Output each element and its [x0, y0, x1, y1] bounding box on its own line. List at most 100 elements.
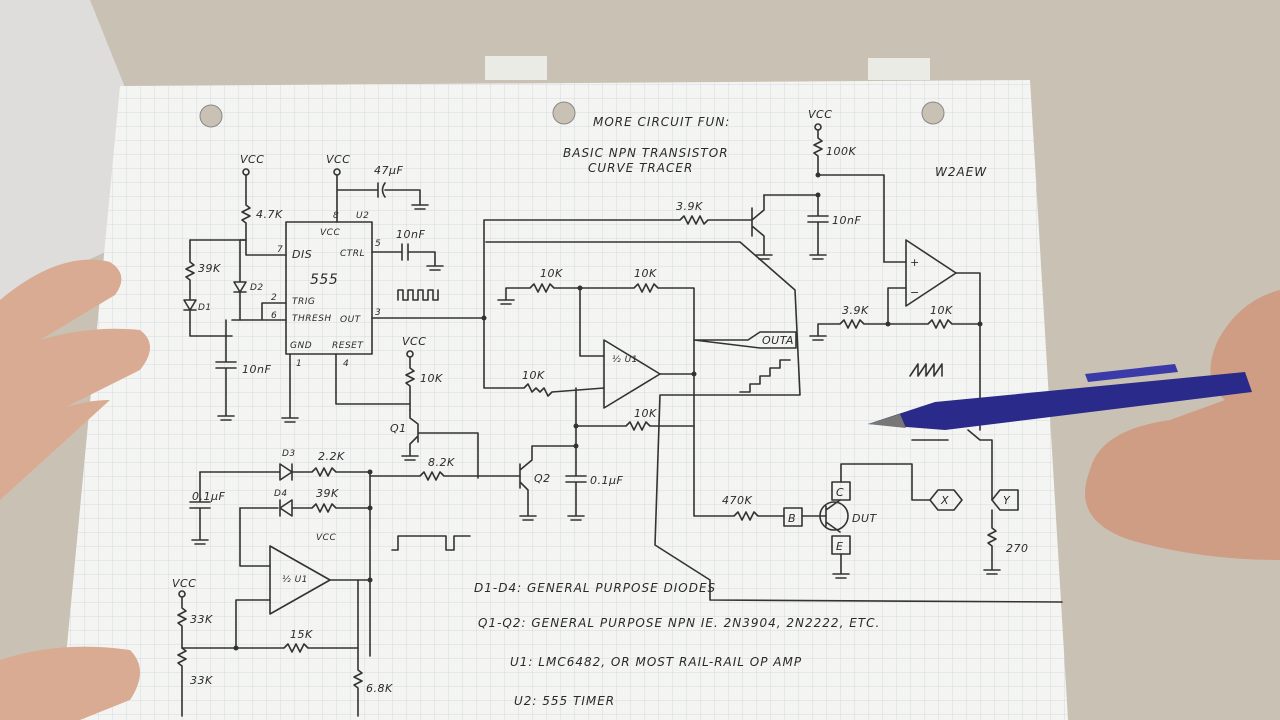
- ic-ref-label: U2: [356, 211, 369, 221]
- opamp-plus: +: [910, 256, 920, 269]
- right-hand: [1085, 290, 1280, 560]
- diode-label: D3: [282, 449, 296, 459]
- dut-transistor: [819, 501, 849, 531]
- square-wave-sketch: [397, 289, 439, 301]
- resistor-label: 470K: [722, 494, 752, 507]
- resistor-label: 2.2K: [318, 450, 345, 463]
- sawtooth-sketch: [909, 363, 943, 377]
- vcc-label: VCC: [808, 108, 832, 121]
- resistor-label: 100K: [826, 145, 856, 158]
- vcc-label: VCC: [240, 153, 264, 166]
- opamp-right: [905, 239, 957, 307]
- pin-number: 3: [375, 308, 381, 318]
- base-terminal: [783, 507, 803, 527]
- pin-label: THRESH: [292, 314, 332, 324]
- collector-drive-section: VCC 100K 10nF + − 3.9K 10K: [763, 108, 983, 401]
- resistor-label: 39K: [198, 262, 221, 275]
- pin-label: TRIG: [292, 297, 315, 307]
- ramp-generator-section: 3.9K 10K 10K 10K ½ U1 10K OUTA: [483, 194, 797, 431]
- resistor-label: 10K: [522, 369, 545, 382]
- output-a-label: OUTA: [762, 334, 794, 347]
- ic-555: [285, 221, 373, 355]
- pin-number: 5: [375, 239, 381, 249]
- pin-number: 7: [277, 245, 283, 255]
- capacitor-label: 0.1μF: [192, 490, 225, 503]
- resistor-label: 15K: [290, 628, 313, 641]
- resistor-label: 6.8K: [366, 682, 393, 695]
- note-line: Q1-Q2: GENERAL PURPOSE NPN IE. 2N3904, 2…: [478, 616, 880, 630]
- dut-label: DUT: [852, 512, 878, 525]
- resistor-label: 33K: [190, 674, 213, 687]
- pin-number: 8: [333, 211, 339, 221]
- diagram-title: MORE CIRCUIT FUN:: [593, 115, 730, 129]
- opamp-minus: −: [910, 286, 920, 299]
- opamp-u1a: [603, 339, 661, 409]
- resistor-label: 39K: [316, 487, 339, 500]
- terminal-label: C: [836, 486, 844, 499]
- pulse-section: D3 2.2K D4 39K 0.1μF 8.2K Q2 0.1μF ½ U1 …: [172, 425, 623, 717]
- resistor-label: 8.2K: [428, 456, 455, 469]
- vcc-label: VCC: [326, 153, 350, 166]
- output-a-tag: [693, 331, 797, 349]
- pin-number: 4: [343, 359, 349, 369]
- dut-section: 470K B DUT C E X Y 270: [693, 399, 1029, 579]
- resistor-label: 3.9K: [842, 304, 869, 317]
- transistor-label: Q1: [390, 422, 407, 435]
- header: MORE CIRCUIT FUN: BASIC NPN TRANSISTOR C…: [563, 115, 987, 179]
- note-line: D1-D4: GENERAL PURPOSE DIODES: [474, 581, 716, 595]
- resistor-label: 10K: [634, 407, 657, 420]
- ic-type-label: 555: [310, 272, 338, 288]
- opamp-label: ½ U1: [282, 575, 308, 585]
- resistor-label: 270: [1006, 542, 1029, 555]
- y-label: Y: [1003, 494, 1011, 507]
- resistor-label: 3.9K: [676, 200, 703, 213]
- capacitor-label: 47μF: [374, 164, 403, 177]
- pin-label: DIS: [292, 248, 312, 261]
- diode-label: D2: [250, 283, 264, 293]
- punch-hole: [199, 104, 223, 128]
- resistor-label: 10K: [634, 267, 657, 280]
- diagram-subtitle: BASIC NPN TRANSISTOR: [563, 146, 729, 160]
- timer-555-section: VCC 4.7K 39K D1 D2 10nF DIS TRIG THRESH …: [183, 153, 487, 423]
- capacitor-label: 0.1μF: [590, 474, 623, 487]
- author-callsign: W2AEW: [935, 165, 987, 179]
- transistor-label: Q2: [534, 472, 551, 485]
- vcc-label: VCC: [172, 577, 196, 590]
- resistor-label: 4.7K: [256, 208, 283, 221]
- diode-label: D1: [198, 303, 212, 313]
- pin-number: 1: [296, 359, 302, 369]
- staircase-sketch: [739, 359, 791, 393]
- resistor-label: 10K: [540, 267, 563, 280]
- vcc-label: VCC: [402, 335, 426, 348]
- pin-label: CTRL: [340, 249, 365, 259]
- opamp-label: ½ U1: [612, 355, 638, 365]
- pen: [868, 364, 1252, 430]
- punch-hole: [921, 101, 945, 125]
- pin-label: RESET: [332, 341, 364, 351]
- x-probe-tag: [929, 489, 963, 511]
- vcc-label: VCC: [316, 533, 336, 543]
- resistor-label: 33K: [190, 613, 213, 626]
- pin-number: 2: [271, 293, 277, 303]
- resistor-label: 10K: [420, 372, 443, 385]
- parts-notes: D1-D4: GENERAL PURPOSE DIODES Q1-Q2: GEN…: [474, 581, 880, 708]
- capacitor-label: 10nF: [396, 228, 425, 241]
- punch-hole: [552, 101, 576, 125]
- pulse-sketch: [391, 535, 471, 551]
- note-line: U1: LMC6482, OR MOST RAIL-RAIL OP AMP: [510, 655, 802, 669]
- left-hand: [0, 259, 150, 720]
- x-label: X: [940, 494, 949, 507]
- transistor-q1-section: VCC 10K Q1: [390, 335, 479, 479]
- note-line: U2: 555 TIMER: [514, 694, 615, 708]
- terminal-label: E: [836, 540, 843, 553]
- diode-label: D4: [274, 489, 288, 499]
- capacitor-label: 10nF: [832, 214, 861, 227]
- pin-label: VCC: [320, 228, 340, 238]
- diagram-subtitle-2: CURVE TRACER: [588, 161, 693, 175]
- resistor-label: 10K: [930, 304, 953, 317]
- capacitor-label: 10nF: [242, 363, 271, 376]
- pin-label: GND: [290, 341, 312, 351]
- opamp-u1b: [269, 545, 331, 615]
- paper-sheet: [60, 56, 1068, 720]
